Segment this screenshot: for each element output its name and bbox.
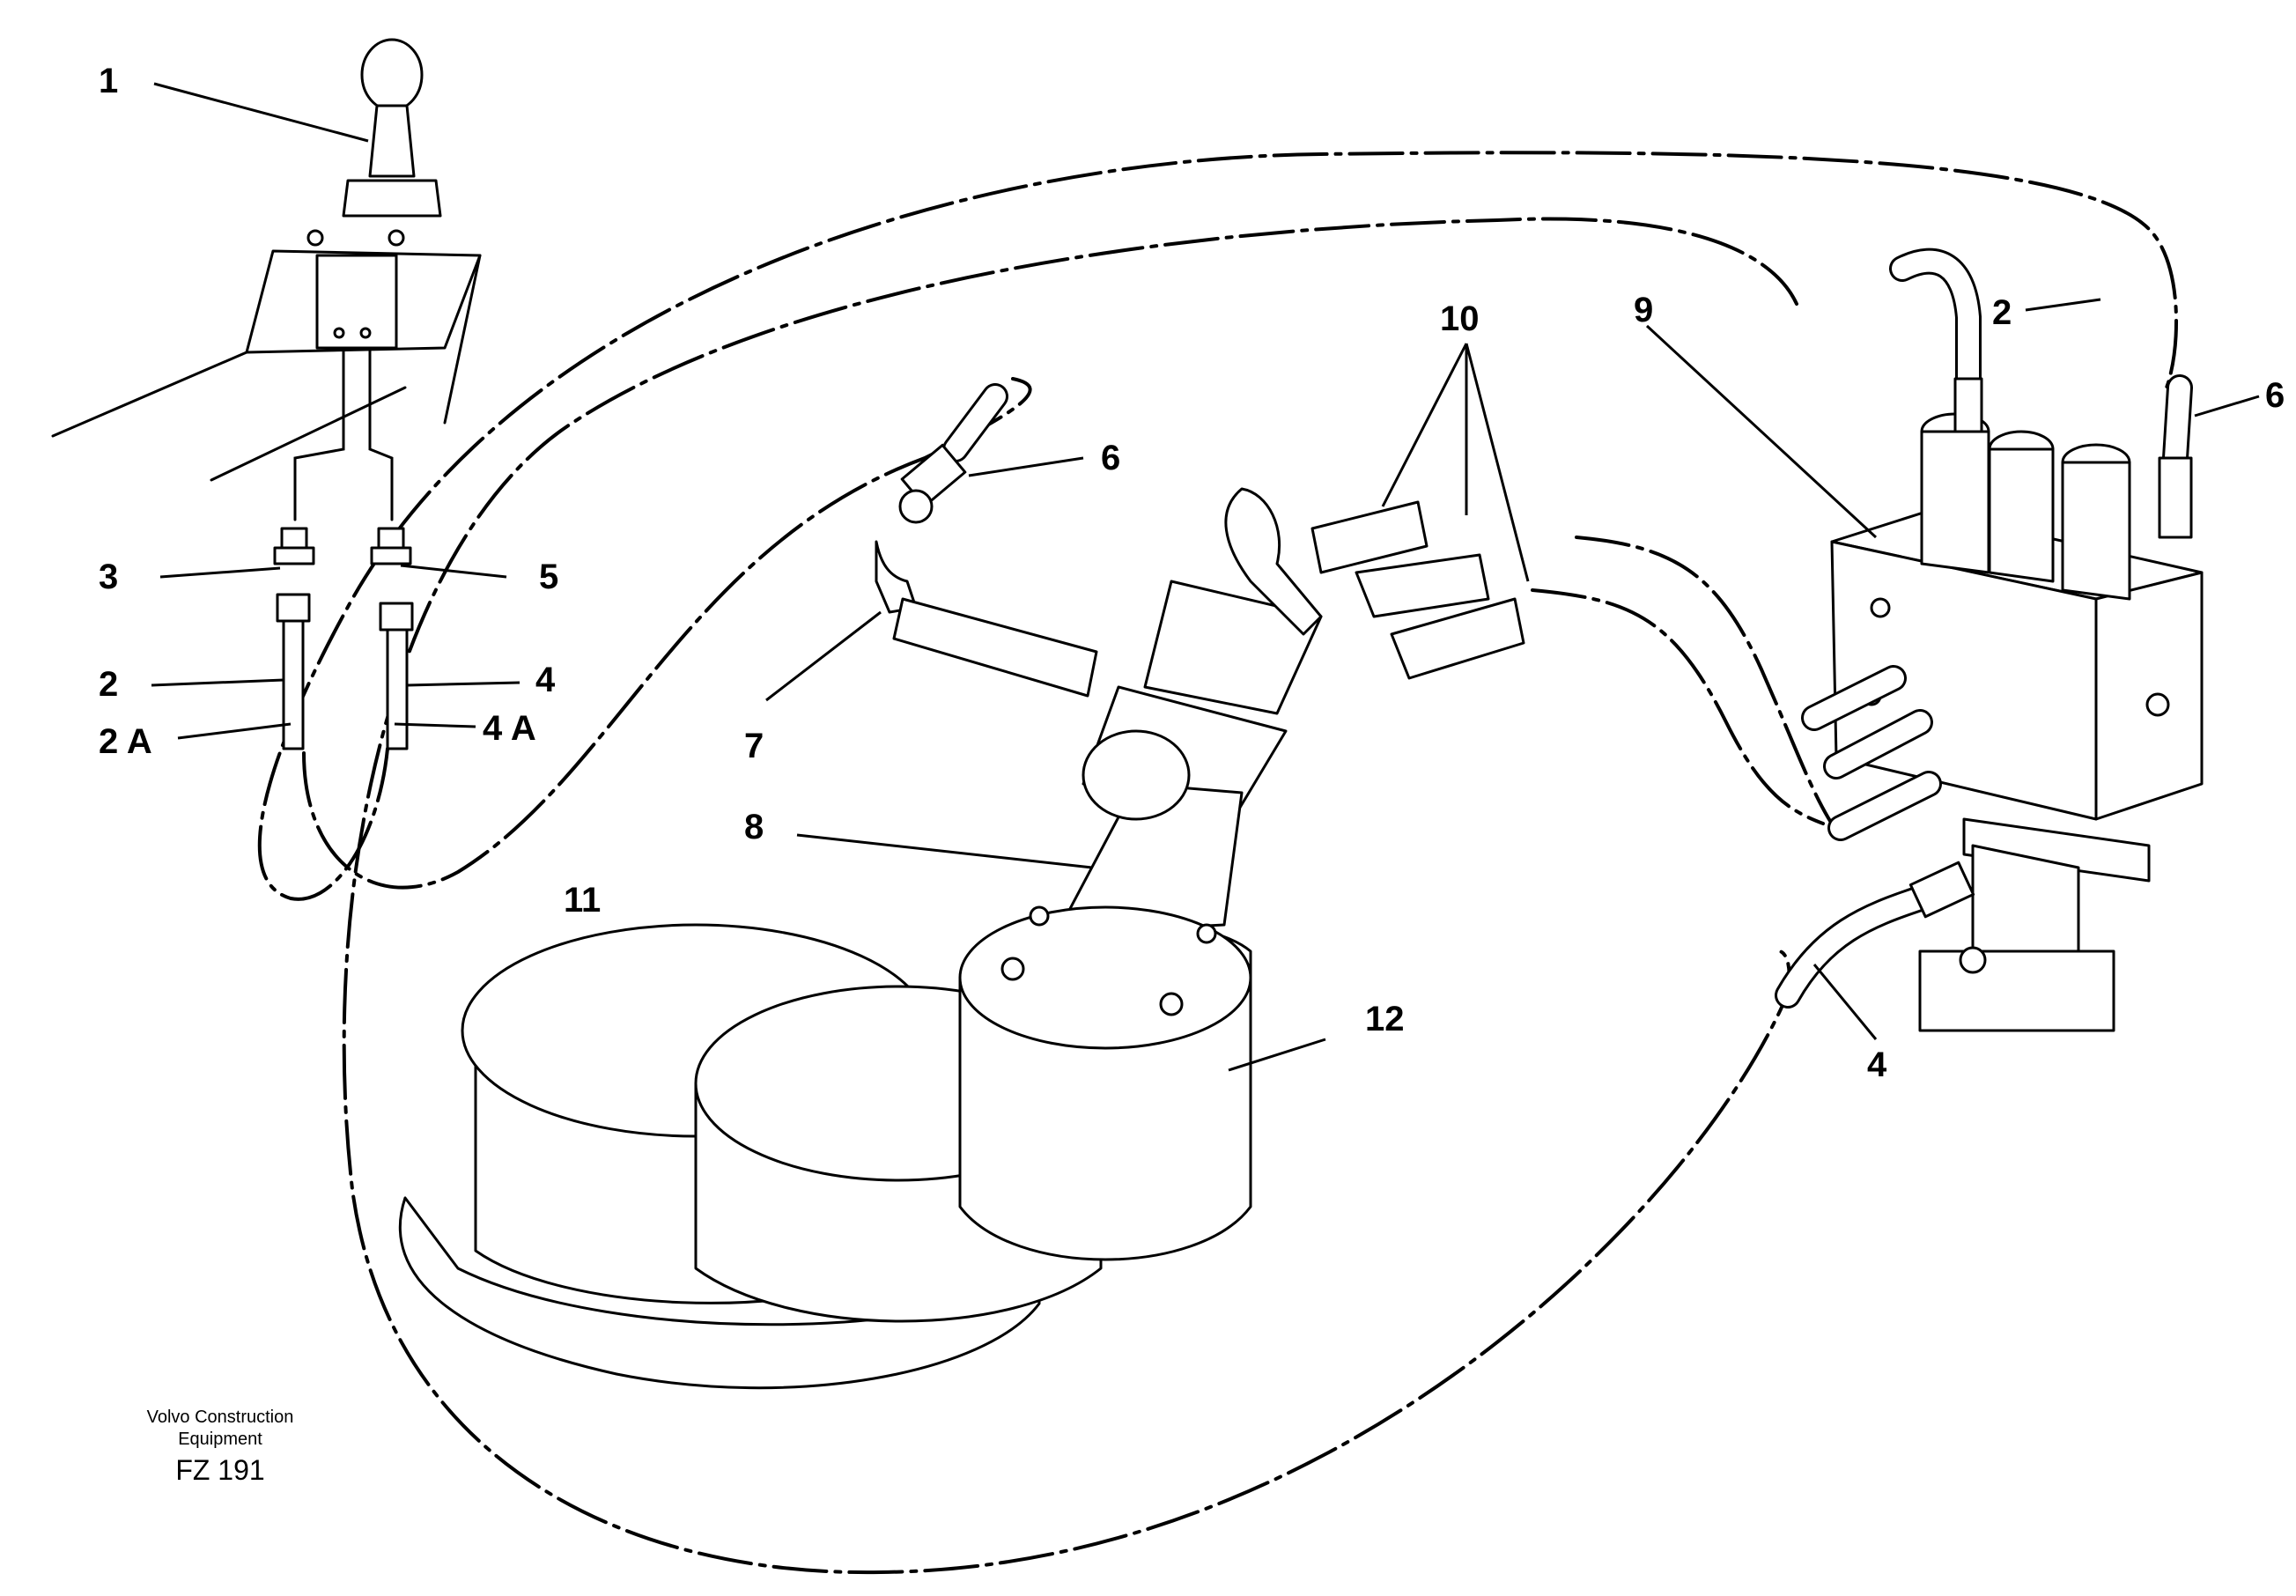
callout-12: 12 xyxy=(1365,1000,1405,1038)
leader-lines xyxy=(151,82,2260,1072)
right-hoses xyxy=(1775,248,2193,1009)
callout-5: 5 xyxy=(539,558,558,596)
callout-4-left: 4 xyxy=(535,661,556,699)
callout-numbers: 1 3 2 2 A 5 4 4 A 6 7 8 10 9 11 12 2 6 4 xyxy=(99,62,2285,1084)
swing-gear-assembly xyxy=(398,905,1252,1390)
valve-block xyxy=(1830,412,2204,1032)
callout-11: 11 xyxy=(564,881,601,920)
callout-6-right: 6 xyxy=(2265,376,2285,415)
credit-block: Volvo Construction Equipment FZ 191 xyxy=(147,1408,294,1486)
credit-line-1: Volvo Construction xyxy=(147,1408,294,1427)
swing-motor xyxy=(1055,487,1525,935)
left-fittings xyxy=(273,527,414,750)
callout-8: 8 xyxy=(744,808,764,846)
callout-2-left: 2 xyxy=(99,665,118,704)
callout-4-right: 4 xyxy=(1867,1046,1887,1084)
callout-6-mid: 6 xyxy=(1101,439,1120,477)
callout-10: 10 xyxy=(1440,299,1480,338)
callout-3: 3 xyxy=(99,558,118,596)
callout-2-right: 2 xyxy=(1992,293,2012,332)
callout-4a: 4 A xyxy=(483,709,536,748)
hose-6-and-elbow-7 xyxy=(875,383,1098,698)
callout-7: 7 xyxy=(744,727,764,765)
hose-routing-lines xyxy=(257,151,2178,1575)
figure-code: FZ 191 xyxy=(175,1454,264,1486)
callout-1: 1 xyxy=(99,62,118,100)
callout-2a: 2 A xyxy=(99,722,152,761)
control-lever xyxy=(51,38,482,521)
callout-9: 9 xyxy=(1634,291,1653,329)
credit-line-2: Equipment xyxy=(178,1430,262,1449)
